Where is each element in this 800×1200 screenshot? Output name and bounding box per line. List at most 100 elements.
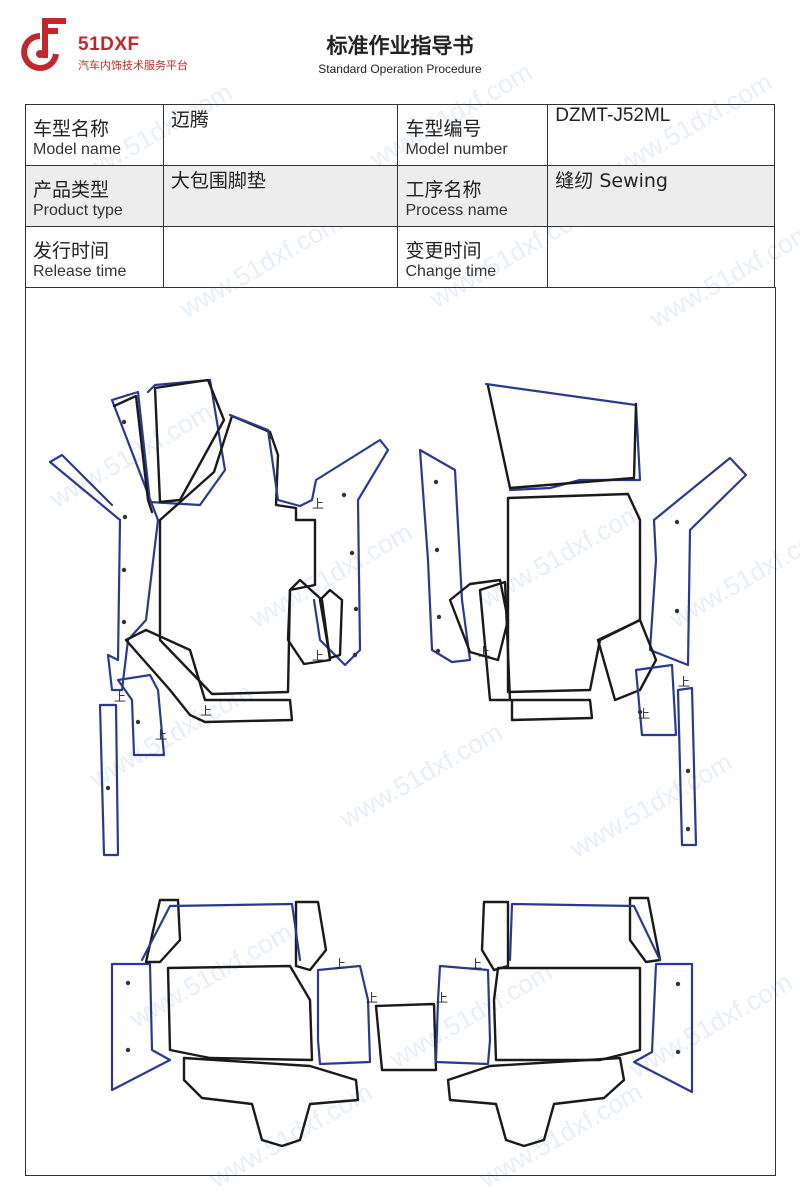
drill-point	[433, 479, 439, 485]
pattern-piece	[110, 962, 172, 1092]
drill-points	[105, 419, 691, 1055]
up-mark: 上	[114, 690, 126, 704]
pattern-piece	[294, 900, 328, 972]
up-mark: 上	[366, 991, 378, 1005]
drill-point	[434, 547, 440, 553]
pattern-piece	[153, 378, 226, 504]
drill-point	[125, 980, 131, 986]
up-mark: 上	[638, 707, 650, 721]
product-type-label-zh: 产品类型	[33, 179, 110, 201]
brand-logo: 51DXF 汽车内饰技术服务平台	[20, 14, 230, 76]
pattern-group-bottom-middle	[374, 1002, 438, 1072]
pattern-piece	[124, 628, 294, 724]
up-mark: 上	[334, 957, 346, 971]
pattern-piece	[434, 964, 492, 1066]
drill-point	[353, 606, 359, 612]
model-number-value: DZMT-J52ML	[547, 104, 775, 166]
release-time-label-en: Release time	[33, 263, 127, 280]
drill-point	[121, 567, 127, 573]
pattern-piece	[506, 492, 642, 694]
pattern-group-bottom-left	[110, 898, 372, 1148]
release-time-label-zh: 发行时间	[33, 240, 110, 262]
product-type-value: 大包围脚垫	[162, 165, 399, 227]
process-name-label: 工序名称 Process name	[397, 165, 549, 227]
drill-point	[675, 1049, 681, 1055]
drill-point	[675, 981, 681, 987]
pattern-piece	[596, 618, 658, 702]
pattern-piece	[144, 898, 182, 964]
pattern-area-frame	[25, 287, 776, 1176]
pattern-piece	[634, 663, 678, 737]
drill-point	[435, 648, 441, 654]
pattern-piece	[448, 578, 510, 662]
change-time-label: 变更时间 Change time	[397, 226, 549, 288]
pattern-piece	[166, 964, 314, 1062]
pattern-piece	[480, 900, 510, 972]
drill-point	[105, 785, 111, 791]
change-time-value	[547, 226, 775, 288]
info-row-time: 发行时间 Release time 变更时间 Change time	[25, 226, 775, 288]
pattern-piece	[486, 384, 638, 490]
pattern-piece	[418, 448, 472, 664]
pattern-piece	[492, 966, 642, 1062]
up-mark: 上	[470, 957, 482, 971]
pattern-piece	[648, 456, 748, 667]
pattern-piece	[478, 580, 512, 702]
process-name-label-zh: 工序名称	[405, 179, 482, 201]
pattern-piece	[158, 414, 317, 696]
process-name-label-en: Process name	[405, 202, 508, 219]
drill-point	[685, 826, 691, 832]
drill-point	[685, 768, 691, 774]
pattern-piece	[182, 1056, 360, 1148]
document-subtitle: Standard Operation Procedure	[318, 62, 482, 76]
pattern-piece	[228, 413, 390, 667]
info-row-product: 产品类型 Product type 大包围脚垫 工序名称 Process nam…	[25, 165, 775, 227]
pattern-piece	[632, 962, 694, 1094]
drill-point	[125, 1047, 131, 1053]
pattern-piece	[98, 703, 120, 857]
process-name-value: 缝纫 Sewing	[547, 165, 775, 227]
pattern-piece	[676, 686, 698, 847]
up-mark: 上	[312, 497, 324, 511]
pattern-piece	[316, 964, 372, 1066]
info-table: 车型名称 Model name 迈腾 车型编号 Model number DZM…	[25, 104, 775, 288]
pattern-group-top-left	[48, 378, 390, 857]
drill-point	[674, 519, 680, 525]
orientation-marks: 上 上 上 上 上 上 上 上 上 上 上 上	[114, 497, 690, 1005]
pattern-piece	[140, 902, 302, 962]
pattern-piece	[48, 453, 114, 507]
drill-point	[121, 619, 127, 625]
change-time-label-en: Change time	[405, 263, 497, 280]
pattern-piece	[446, 1056, 626, 1148]
drill-point	[135, 719, 141, 725]
up-mark: 上	[678, 675, 690, 689]
brand-tagline: 汽车内饰技术服务平台	[78, 59, 188, 72]
drill-point	[674, 608, 680, 614]
drill-point	[436, 614, 442, 620]
pattern-group-bottom-right	[434, 896, 694, 1148]
product-type-label-en: Product type	[33, 202, 123, 219]
model-name-label-en: Model name	[33, 141, 122, 158]
document-title: 标准作业指导书	[326, 34, 474, 58]
up-mark: 上	[155, 728, 167, 742]
up-mark: 上	[478, 645, 490, 659]
brand-name: 51DXF	[78, 34, 140, 55]
pattern-piece	[628, 896, 662, 964]
pattern-piece	[508, 902, 662, 962]
drill-point	[341, 492, 347, 498]
pattern-piece	[112, 394, 154, 514]
pattern-piece	[116, 673, 166, 757]
pattern-piece	[374, 1002, 438, 1072]
model-number-label-zh: 车型编号	[405, 118, 482, 140]
release-time-label: 发行时间 Release time	[25, 226, 164, 288]
brand-logo-mark	[21, 18, 66, 71]
pattern-piece	[484, 382, 642, 492]
up-mark: 上	[200, 704, 212, 718]
pattern-piece	[510, 698, 594, 722]
up-mark: 上	[312, 649, 324, 663]
drill-point	[122, 514, 128, 520]
model-name-label-zh: 车型名称	[33, 118, 110, 140]
pattern-group-top-right	[418, 382, 748, 847]
drill-point	[121, 419, 127, 425]
